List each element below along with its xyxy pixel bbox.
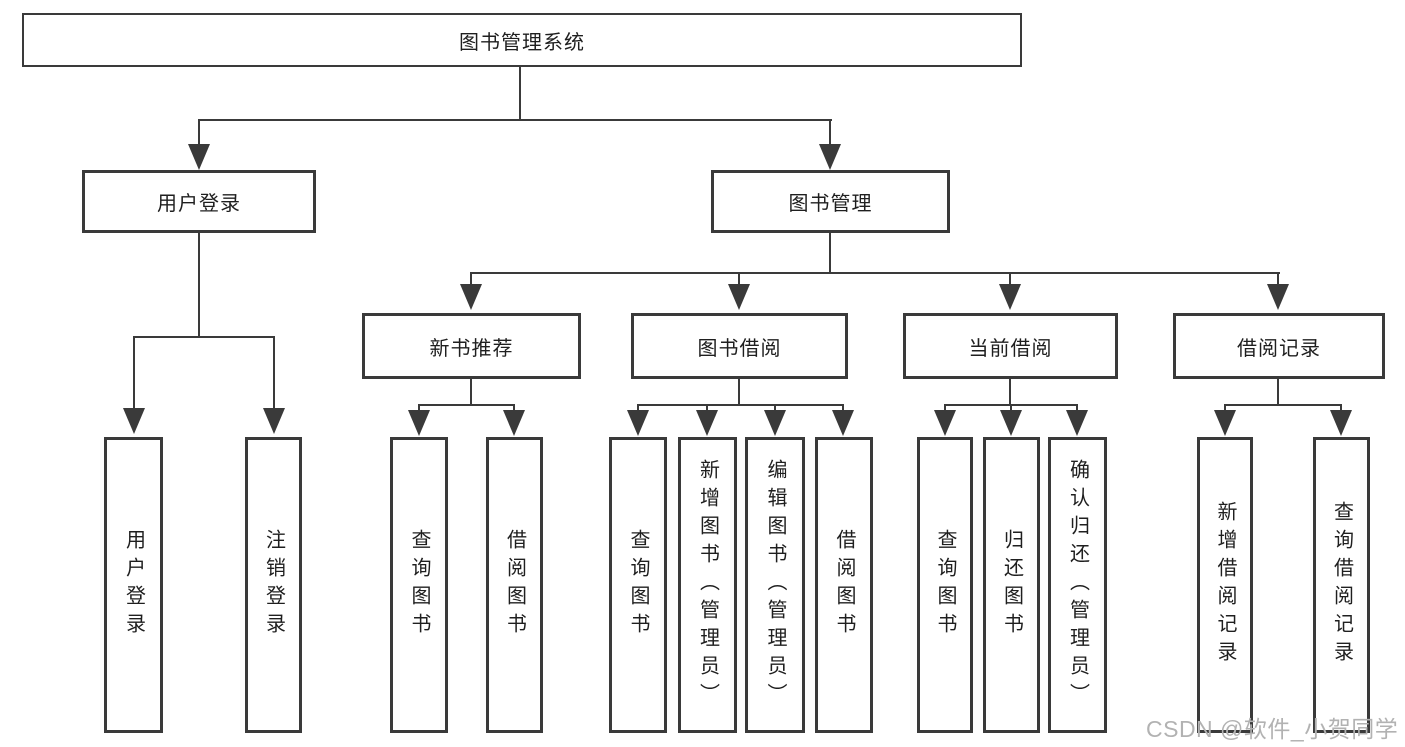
leaf-logout: 注销登录: [245, 437, 302, 733]
connector-line: [418, 404, 515, 406]
connector-line: [774, 404, 776, 412]
leaf-records-query: 查询借阅记录: [1313, 437, 1370, 733]
connector-line: [1010, 404, 1012, 412]
arrow-down-icon: [1000, 410, 1022, 436]
arrow-down-icon: [123, 408, 145, 434]
leaf-current-query: 查询图书: [917, 437, 973, 733]
leaf-current-return: 归还图书: [983, 437, 1040, 733]
leaf-user-login: 用户登录: [104, 437, 163, 733]
connector-line: [1277, 272, 1279, 286]
arrow-down-icon: [503, 410, 525, 436]
connector-line: [738, 379, 740, 406]
arrow-down-icon: [1267, 284, 1289, 310]
leaf-borrow-query: 查询图书: [609, 437, 667, 733]
arrow-down-icon: [764, 410, 786, 436]
connector-line: [706, 404, 708, 412]
connector-line: [470, 272, 472, 286]
connector-line: [1224, 404, 1226, 412]
node-new-book-recommend: 新书推荐: [362, 313, 581, 379]
connector-line: [1009, 379, 1011, 406]
connector-line: [944, 404, 946, 412]
node-book-borrow: 图书借阅: [631, 313, 848, 379]
connector-line: [637, 404, 639, 412]
node-root-library-system: 图书管理系统: [22, 13, 1022, 67]
leaf-newbook-query: 查询图书: [390, 437, 448, 733]
connector-line: [637, 404, 844, 406]
connector-line: [470, 272, 1280, 274]
csdn-watermark: CSDN @软件_小贺同学: [1146, 716, 1399, 742]
leaf-records-add: 新增借阅记录: [1197, 437, 1253, 733]
node-user-login: 用户登录: [82, 170, 316, 233]
arrow-down-icon: [999, 284, 1021, 310]
arrow-down-icon: [460, 284, 482, 310]
arrow-down-icon: [728, 284, 750, 310]
arrow-down-icon: [1330, 410, 1352, 436]
arrow-down-icon: [188, 144, 210, 170]
connector-line: [829, 233, 831, 274]
leaf-current-confirm-admin: 确认归还（管理员）: [1048, 437, 1107, 733]
connector-line: [198, 233, 200, 337]
connector-line: [1224, 404, 1342, 406]
connector-line: [198, 119, 200, 146]
connector-line: [842, 404, 844, 412]
connector-line: [1340, 404, 1342, 412]
node-current-borrow: 当前借阅: [903, 313, 1118, 379]
node-borrow-records: 借阅记录: [1173, 313, 1385, 379]
connector-line: [470, 379, 472, 406]
arrow-down-icon: [1214, 410, 1236, 436]
arrow-down-icon: [263, 408, 285, 434]
leaf-borrow-edit-admin: 编辑图书（管理员）: [745, 437, 805, 733]
connector-line: [133, 336, 275, 338]
arrow-down-icon: [1066, 410, 1088, 436]
connector-line: [829, 119, 831, 146]
leaf-newbook-borrow: 借阅图书: [486, 437, 543, 733]
connector-line: [1076, 404, 1078, 412]
arrow-down-icon: [696, 410, 718, 436]
connector-line: [519, 67, 521, 120]
connector-line: [273, 336, 275, 410]
leaf-borrow-borrow: 借阅图书: [815, 437, 873, 733]
connector-line: [1009, 272, 1011, 286]
arrow-down-icon: [832, 410, 854, 436]
connector-line: [198, 119, 832, 121]
arrow-down-icon: [819, 144, 841, 170]
leaf-borrow-add-admin: 新增图书（管理员）: [678, 437, 737, 733]
arrow-down-icon: [408, 410, 430, 436]
connector-line: [1277, 379, 1279, 406]
node-book-management: 图书管理: [711, 170, 950, 233]
connector-line: [738, 272, 740, 286]
connector-line: [418, 404, 420, 412]
connector-line: [133, 336, 135, 410]
arrow-down-icon: [934, 410, 956, 436]
arrow-down-icon: [627, 410, 649, 436]
connector-line: [513, 404, 515, 412]
